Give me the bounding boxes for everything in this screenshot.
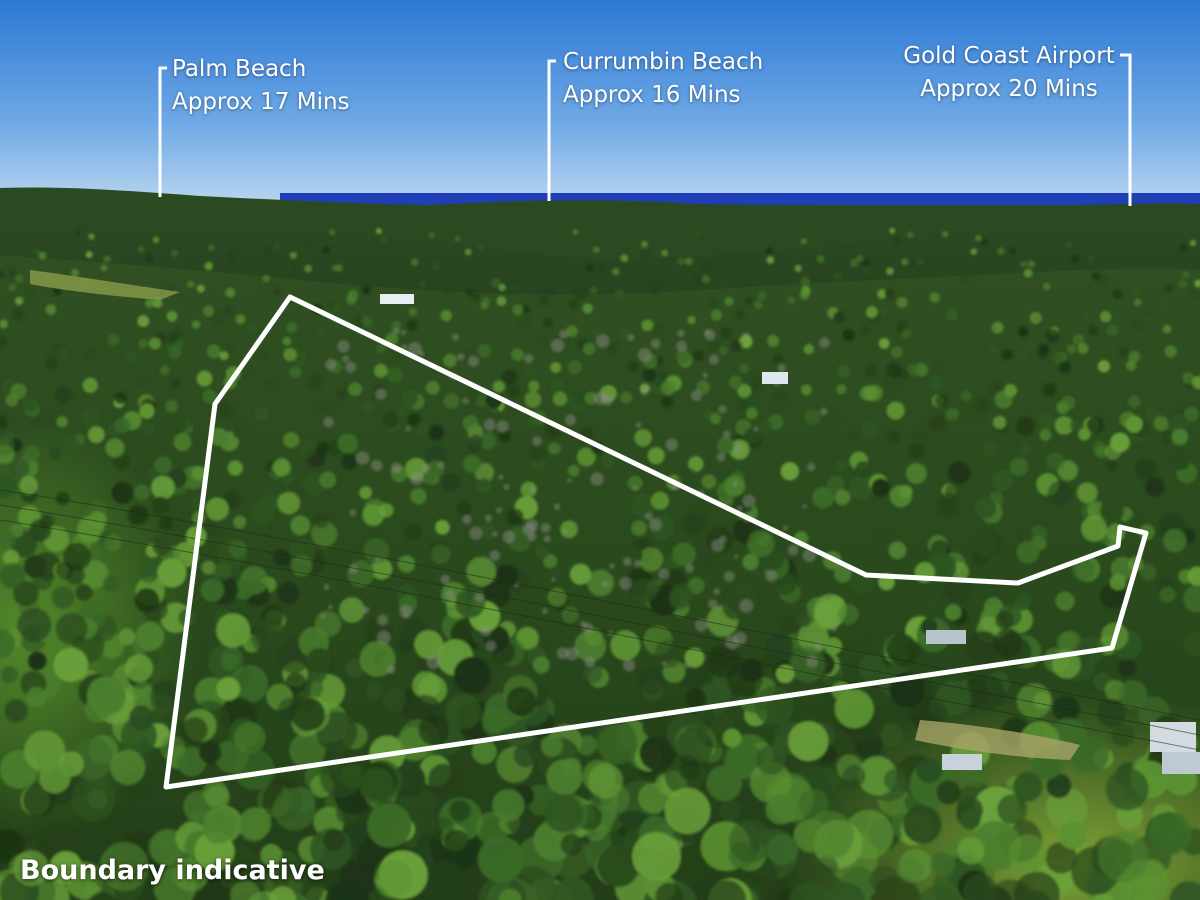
- house-roof: [942, 754, 982, 770]
- landmark-markers: [158, 53, 1132, 206]
- sky: [0, 0, 1200, 205]
- landmark-name: Gold Coast Airport: [903, 43, 1115, 69]
- currumbin-beach-marker-line: [547, 59, 556, 201]
- landmark-name: Palm Beach: [172, 56, 307, 82]
- landmark-time: Approx 17 Mins: [172, 89, 350, 115]
- landmark-time: Approx 16 Mins: [563, 82, 741, 108]
- tree-crowns: [0, 227, 1200, 900]
- landmark-time: Approx 20 Mins: [920, 76, 1098, 102]
- landmark-label-palm-beach: Palm Beach Approx 17 Mins: [172, 53, 350, 119]
- house-roof: [380, 294, 414, 304]
- property-boundary-outline: [163, 294, 1149, 790]
- airport-marker-line: [1120, 53, 1132, 206]
- powerlines: [0, 489, 1200, 751]
- house-roof: [762, 372, 788, 384]
- landmark-label-currumbin-beach: Currumbin Beach Approx 16 Mins: [563, 46, 763, 112]
- landmark-label-gold-coast-airport: Gold Coast Airport Approx 20 Mins: [900, 40, 1118, 106]
- landmark-name: Currumbin Beach: [563, 49, 764, 75]
- house-roof: [926, 630, 966, 644]
- palm-beach-marker-line: [158, 66, 167, 197]
- boundary-caption: Boundary indicative: [20, 855, 325, 886]
- ocean-horizon: [280, 193, 1200, 205]
- pasture-clearing-right: [915, 720, 1080, 760]
- pasture-clearing-left: [30, 270, 180, 300]
- house-roof: [1162, 752, 1200, 774]
